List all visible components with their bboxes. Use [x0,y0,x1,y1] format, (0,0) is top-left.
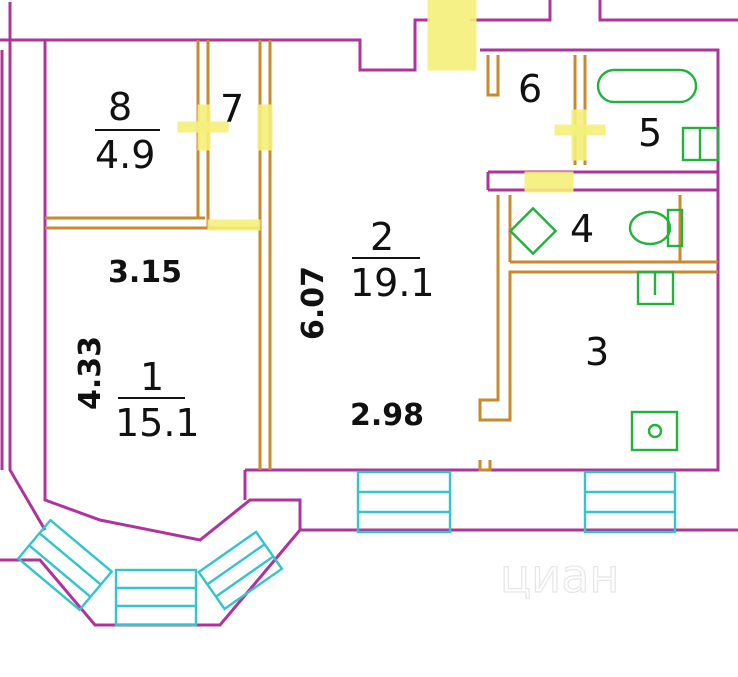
dim-room2-width: 2.98 [350,398,424,433]
room-number: 1 [140,355,164,399]
window-room3 [583,470,677,534]
window-bay-left [16,518,114,612]
toilet-icon [628,210,672,246]
fixtures [508,68,720,452]
room-number: 2 [370,215,394,259]
room-2-label: 2 19.1 [350,215,435,305]
dim-room1-width: 3.15 [108,255,182,290]
door-room5-v [571,109,587,161]
room-4-number: 4 [570,207,594,251]
windows [16,470,677,627]
room-6-number: 6 [518,67,542,111]
window-room2 [356,470,452,534]
door-room7-bottom [207,219,261,231]
door-markers [177,0,606,231]
door-room8-v [197,104,211,151]
bathtub-icon [596,68,698,104]
room-number: 8 [108,85,132,129]
watermark: циан [500,549,619,603]
room-1-label: 1 15.1 [115,355,200,445]
window-bay-right [197,530,284,611]
window-bay-center [114,568,198,627]
dim-room1-length: 4.33 [73,336,108,410]
stove-icon [630,410,679,452]
room-5-number: 5 [638,111,662,155]
room-7-number: 7 [220,87,244,131]
room-area: 15.1 [115,401,200,445]
door-room7 [257,104,273,151]
dim-room2-length: 6.07 [296,266,331,340]
room-area: 4.9 [95,133,155,177]
room-8-label: 8 4.9 [95,85,160,177]
door-room4 [524,171,574,193]
boiler-icon [508,206,558,256]
room-area: 19.1 [350,261,435,305]
door-entrance [427,0,477,71]
room-3-number: 3 [585,330,609,374]
